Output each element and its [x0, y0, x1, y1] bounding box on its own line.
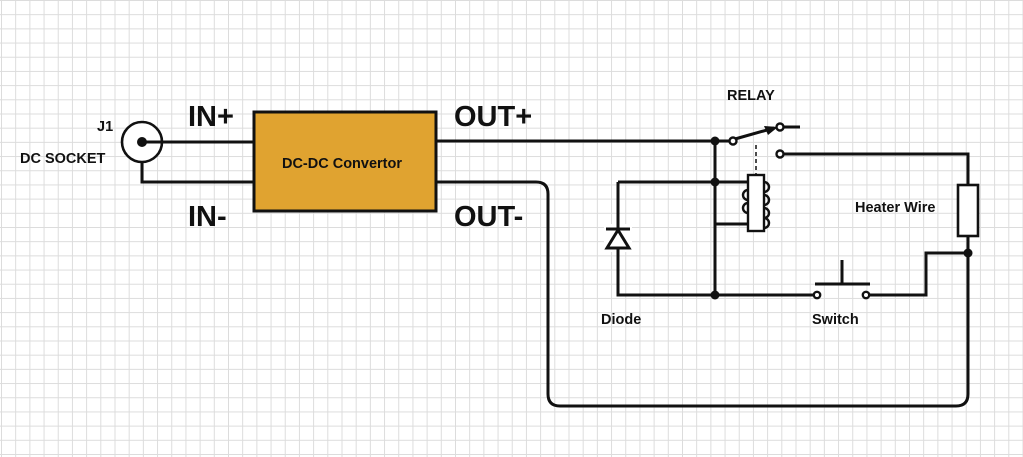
junction-dot — [710, 177, 720, 187]
push-switch — [812, 260, 871, 300]
wire-switch-to-heater — [869, 251, 968, 297]
coil-loops-left — [741, 188, 749, 215]
junction-dot — [710, 290, 720, 300]
in-minus-label: IN- — [188, 201, 227, 233]
wire-relay-to-heater — [783, 152, 970, 185]
relay-common-contact — [728, 136, 738, 146]
out-plus-label: OUT+ — [454, 101, 532, 133]
coil-body — [746, 173, 766, 233]
dc-socket-label: DC SOCKET — [20, 151, 106, 167]
relay-switch — [728, 122, 970, 185]
heater-resistor — [956, 183, 980, 238]
diode-label: Diode — [601, 312, 641, 328]
relay-nc-contact — [775, 149, 785, 159]
diode-triangle — [604, 227, 632, 250]
switch-contact-right — [861, 290, 871, 300]
coil-loops-right — [763, 180, 771, 230]
wire-diode-branch — [616, 182, 817, 297]
relay-label: RELAY — [727, 88, 775, 104]
converter-label: DC-DC Convertor — [282, 156, 402, 172]
relay-armature-arrow — [764, 126, 778, 135]
relay-coil — [741, 173, 771, 233]
switch-contact-left — [812, 290, 822, 300]
wire-out-minus-return — [436, 180, 970, 408]
heater-label: Heater Wire — [855, 200, 935, 216]
junction-dot — [710, 136, 720, 146]
dc-dc-converter-box — [252, 110, 438, 213]
out-minus-label: OUT- — [454, 201, 523, 233]
dc-socket-ref-label: J1 — [97, 119, 113, 135]
relay-no-contact — [775, 122, 785, 132]
diode-symbol — [604, 224, 632, 252]
switch-label: Switch — [812, 312, 859, 328]
junction-dot — [963, 248, 973, 258]
wire-in-minus — [140, 162, 254, 184]
in-plus-label: IN+ — [188, 101, 234, 133]
